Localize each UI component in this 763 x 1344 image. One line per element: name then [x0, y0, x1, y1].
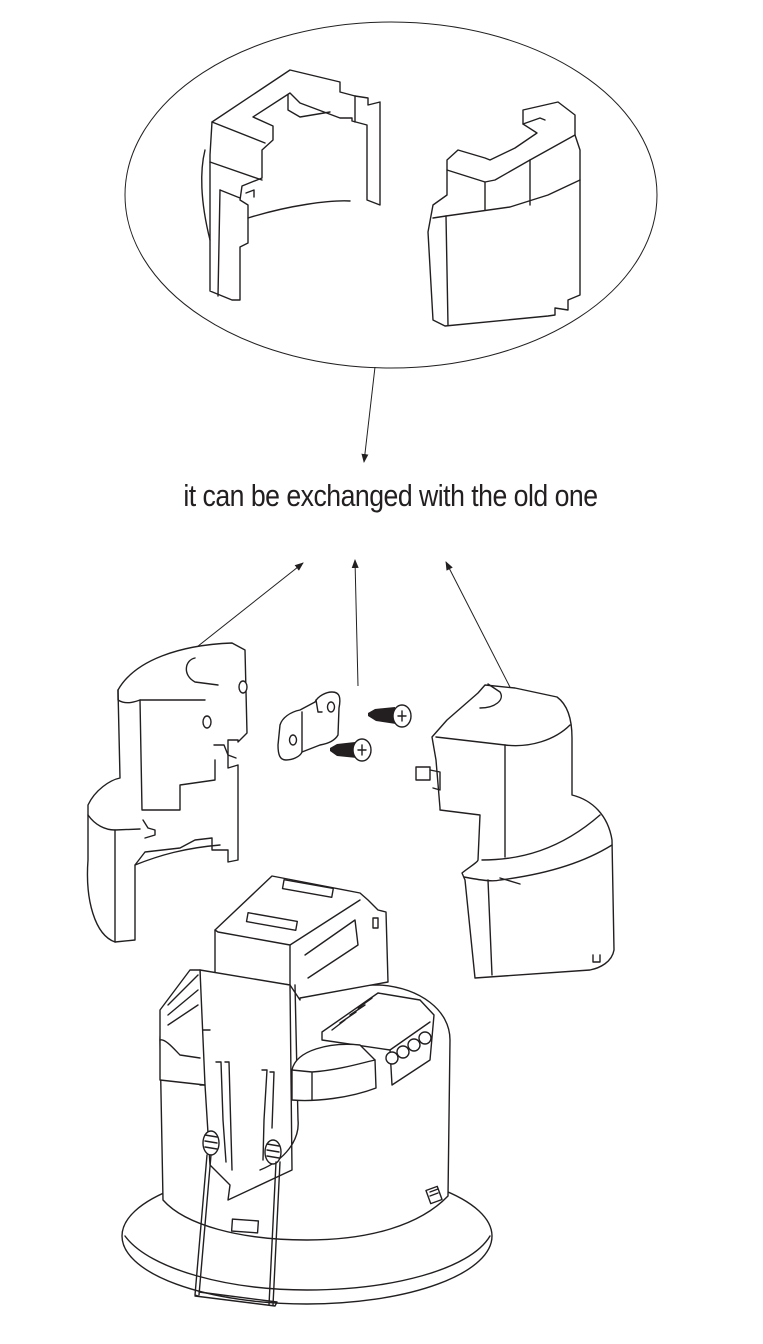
- callout-arrow: [361, 366, 376, 463]
- arrow-clamp: [351, 559, 359, 687]
- screw-1: [368, 704, 412, 728]
- screw-2: [330, 738, 372, 762]
- left-clip-housing: [86, 642, 248, 943]
- arrow-left-clip: [182, 562, 304, 659]
- right-clip-housing: [415, 683, 615, 979]
- callout-ellipse: [124, 21, 658, 463]
- replacement-clip-right: [427, 101, 581, 327]
- cable-clamp: [277, 691, 341, 761]
- replacement-clip-left: [201, 69, 381, 301]
- caption-text: it can be exchanged with the old one: [183, 478, 598, 513]
- sensor-body: [121, 875, 493, 1307]
- arrow-right-clip: [445, 561, 514, 694]
